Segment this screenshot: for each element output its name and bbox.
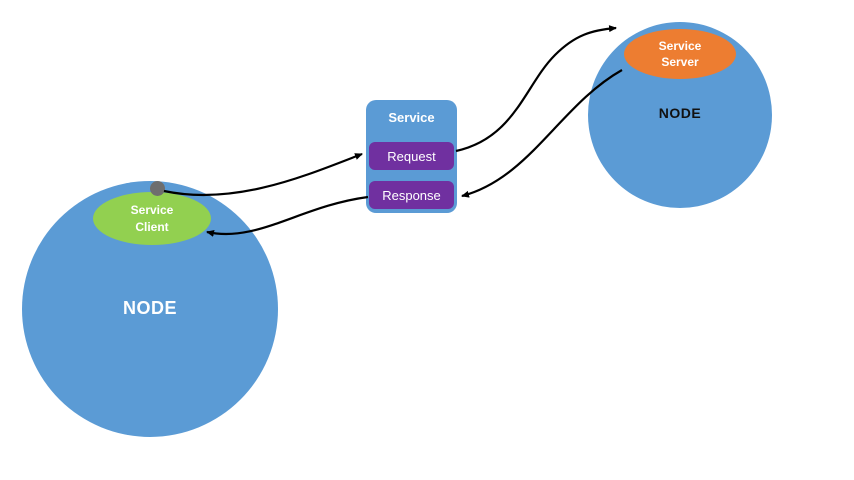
service-box-title: Service	[388, 110, 435, 125]
node-right-label: NODE	[658, 105, 702, 121]
response-label: Response	[382, 187, 441, 203]
response-box: Response	[369, 181, 454, 209]
service-server-ellipse: Service Server	[624, 29, 736, 79]
request-label: Request	[387, 148, 436, 164]
service-client-ellipse: Service Client	[93, 192, 211, 245]
request-box: Request	[369, 142, 454, 170]
service-client-label-line2: Client	[135, 219, 169, 234]
service-server-label-line1: Service	[658, 38, 702, 53]
service-client-label-line1: Service	[130, 203, 174, 218]
service-server-label-line2: Server	[661, 55, 699, 69]
node-left-label: NODE	[122, 298, 177, 318]
connection-dot	[150, 181, 165, 196]
